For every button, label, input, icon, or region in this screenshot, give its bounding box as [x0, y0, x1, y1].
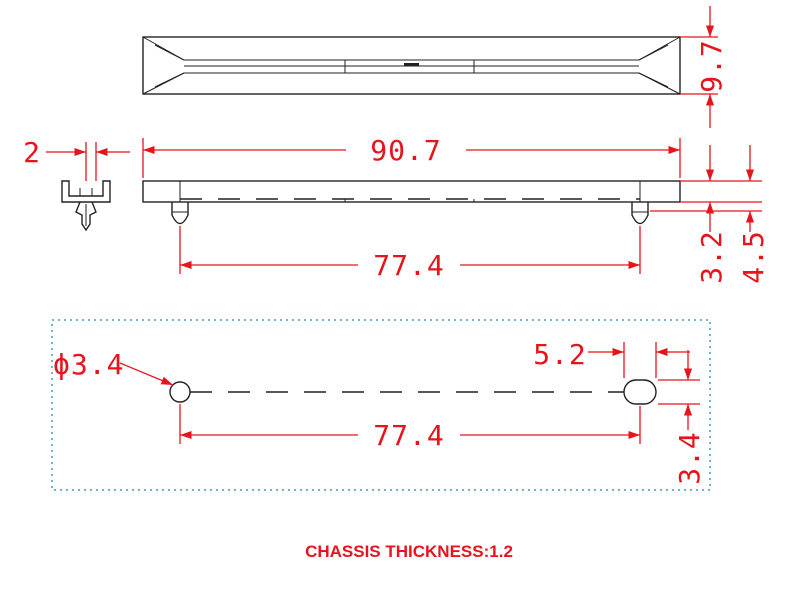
slot-width-label: 3.4 [673, 431, 706, 485]
slot-width-dimension: 3.4 [658, 350, 706, 485]
end-view-clip [61, 180, 111, 232]
side-view-outline [142, 180, 681, 203]
chassis-panel-outline [51, 319, 711, 491]
clip-width-label: 2 [23, 136, 41, 169]
height-dimension: 9.7 [680, 6, 728, 128]
chassis-thickness-note: CHASSIS THICKNESS:1.2 [305, 542, 513, 561]
top-view-center-notch [404, 63, 419, 66]
top-view [142, 36, 681, 95]
clip-width-dimension: 2 [23, 136, 130, 181]
right-pin [631, 202, 649, 225]
clip-barb [75, 201, 97, 232]
left-pin [171, 202, 189, 225]
side-view [142, 180, 681, 225]
top-view-outline [142, 36, 681, 95]
chassis-view [51, 319, 711, 491]
pin-height-dimensions: 3.2 4.5 [650, 145, 770, 284]
hole-diameter-label: ϕ3.4 [53, 348, 124, 381]
hole-spacing-dimension: 77.4 [179, 404, 641, 452]
pin-spacing-dimension: 77.4 [179, 226, 641, 282]
oval-slot [623, 379, 657, 405]
length-dimension: 90.7 [142, 134, 681, 178]
pin-height-label: 3.2 [695, 230, 728, 284]
total-height-label: 4.5 [737, 230, 770, 284]
length-dimension-label: 90.7 [370, 134, 441, 167]
height-dimension-label: 9.7 [695, 39, 728, 93]
slot-length-label: 5.2 [533, 338, 587, 371]
pin-spacing-label: 77.4 [373, 249, 444, 282]
hole-diameter-callout: ϕ3.4 [53, 348, 174, 386]
top-view-lower-bevel [142, 72, 681, 95]
slot-length-dimension: 5.2 [533, 338, 690, 378]
hole-spacing-label: 77.4 [373, 419, 444, 452]
clip-body [61, 180, 111, 203]
top-view-upper-bevel [142, 36, 681, 61]
